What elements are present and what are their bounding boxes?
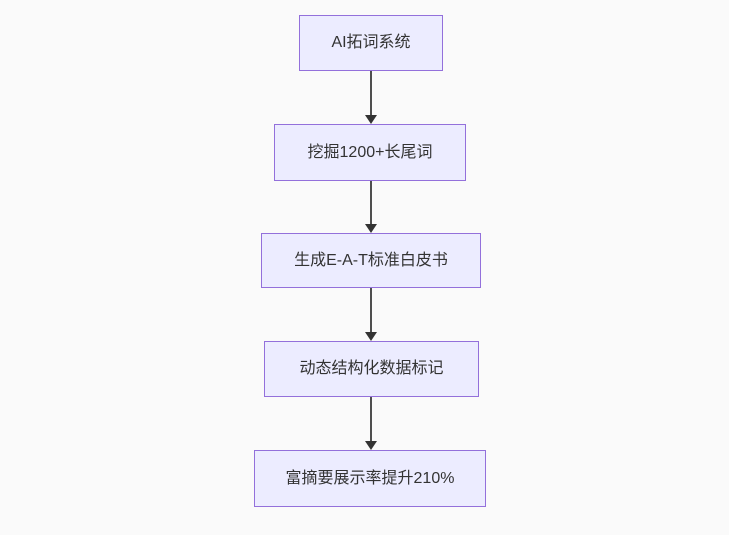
flow-arrow-3-4 xyxy=(364,288,378,341)
arrowhead-down-icon xyxy=(365,224,377,233)
node-label: 生成E-A-T标准白皮书 xyxy=(294,251,448,269)
node-label: AI拓词系统 xyxy=(331,34,411,51)
arrowhead-down-icon xyxy=(365,332,377,341)
arrow-line xyxy=(370,181,372,225)
node-label: 富摘要展示率提升210% xyxy=(285,469,455,487)
flowchart-node-step-2: 挖掘1200+长尾词 xyxy=(274,124,466,181)
flow-arrow-4-5 xyxy=(364,397,378,450)
node-label: 挖掘1200+长尾词 xyxy=(307,143,433,161)
flowchart-node-step-3: 生成E-A-T标准白皮书 xyxy=(261,233,481,288)
arrow-line xyxy=(370,288,372,333)
arrow-line xyxy=(370,71,372,116)
flowchart-node-step-1: AI拓词系统 xyxy=(299,15,443,71)
arrow-line xyxy=(370,397,372,442)
flowchart-node-step-5: 富摘要展示率提升210% xyxy=(254,450,486,507)
flow-arrow-1-2 xyxy=(364,71,378,124)
flowchart-node-step-4: 动态结构化数据标记 xyxy=(264,341,479,397)
arrowhead-down-icon xyxy=(365,115,377,124)
node-label: 动态结构化数据标记 xyxy=(299,360,444,377)
flow-arrow-2-3 xyxy=(364,181,378,233)
arrowhead-down-icon xyxy=(365,441,377,450)
